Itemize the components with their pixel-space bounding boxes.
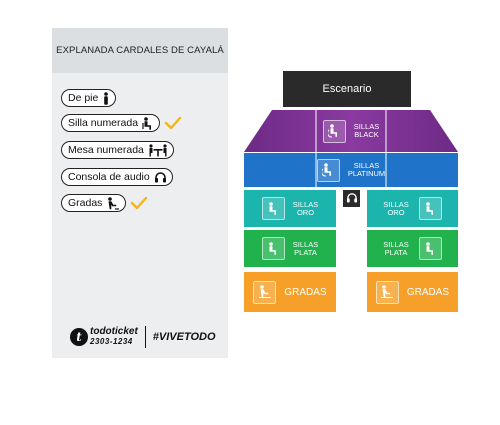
zone-gradas-left[interactable]: GRADAS xyxy=(244,272,336,312)
zone-sillas-oro-right[interactable]: SILLAS ORO xyxy=(367,190,458,227)
stage: Escenario xyxy=(283,71,411,107)
seated-person-icon xyxy=(142,116,154,130)
legend-label: Consola de audio xyxy=(68,171,150,183)
zone-label: SILLAS PLATINUM xyxy=(347,161,386,178)
legend-pill[interactable]: Silla numerada xyxy=(61,114,161,132)
seated-person-icon xyxy=(322,119,346,143)
table-seating-icon xyxy=(148,143,168,157)
seated-person-icon xyxy=(261,197,285,220)
bleachers-person-icon xyxy=(375,280,399,304)
legend-pill[interactable]: De pie xyxy=(61,89,117,107)
legend-panel: EXPLANADA CARDALES DE CAYALÁ De pie Sill… xyxy=(52,28,228,358)
standing-person-icon xyxy=(102,91,110,105)
legend-pill[interactable]: Mesa numerada xyxy=(61,141,174,159)
todoticket-logo: todoticket 2303-1234 xyxy=(90,327,138,347)
footer-divider xyxy=(144,326,146,348)
zone-label: GRADAS xyxy=(406,286,450,298)
bleachers-person-icon xyxy=(253,280,277,304)
zone-sillas-oro-left[interactable]: SILLAS ORO xyxy=(244,190,336,227)
seated-person-icon xyxy=(418,197,442,220)
zone-label: SILLAS ORO xyxy=(292,199,319,217)
zone-label: SILLAS BLACK xyxy=(353,122,380,139)
zone-sillas-plata-left[interactable]: SILLAS PLATA xyxy=(244,230,336,267)
seated-person-icon xyxy=(418,237,442,260)
brand-phone: 2303-1234 xyxy=(90,337,133,346)
zone-sillas-platinum[interactable] xyxy=(244,153,458,187)
legend-label: Mesa numerada xyxy=(68,144,144,156)
headphones-icon xyxy=(346,190,358,208)
seated-person-icon xyxy=(261,237,285,260)
legend-item-consola-de-audio[interactable]: Consola de audio xyxy=(61,168,173,186)
checkmark-icon xyxy=(164,116,182,130)
venue-title: EXPLANADA CARDALES DE CAYALÁ xyxy=(56,45,224,56)
legend-pill[interactable]: Gradas xyxy=(61,194,127,212)
audio-console xyxy=(343,190,360,207)
brand-name: todoticket xyxy=(90,326,138,337)
legend-label: Gradas xyxy=(68,197,103,209)
seated-person-icon xyxy=(316,158,340,182)
zone-black-label-area: SILLAS BLACK xyxy=(316,110,386,152)
legend-item-silla-numerada[interactable]: Silla numerada xyxy=(61,114,182,132)
zone-sillas-plata-right[interactable]: SILLAS PLATA xyxy=(367,230,458,267)
hashtag-logo: #VIVETODO xyxy=(152,331,216,343)
zone-sillas-black[interactable] xyxy=(244,110,458,152)
checkmark-icon xyxy=(130,196,148,210)
bleachers-person-icon xyxy=(106,196,120,210)
zone-label: SILLAS PLATA xyxy=(292,239,319,257)
legend-item-mesa-numerada[interactable]: Mesa numerada xyxy=(61,141,174,159)
stage-label: Escenario xyxy=(322,83,372,95)
todoticket-logo-icon: t xyxy=(70,328,88,346)
zone-label: GRADAS xyxy=(284,286,327,298)
zone-platinum-label-area: SILLAS PLATINUM xyxy=(316,153,386,187)
zone-gradas-right[interactable]: GRADAS xyxy=(367,272,458,312)
zone-label: SILLAS PLATA xyxy=(383,239,409,257)
footer-branding: t todoticket 2303-1234 #VIVETODO xyxy=(70,325,220,349)
zone-label: SILLAS ORO xyxy=(383,199,409,217)
legend-item-de-pie[interactable]: De pie xyxy=(61,89,117,107)
headphones-icon xyxy=(154,171,167,183)
legend-pill[interactable]: Consola de audio xyxy=(61,168,173,186)
legend-label: Silla numerada xyxy=(68,117,139,129)
legend-label: De pie xyxy=(68,92,99,104)
legend-item-gradas[interactable]: Gradas xyxy=(61,194,148,212)
legend-header: EXPLANADA CARDALES DE CAYALÁ xyxy=(52,28,228,73)
